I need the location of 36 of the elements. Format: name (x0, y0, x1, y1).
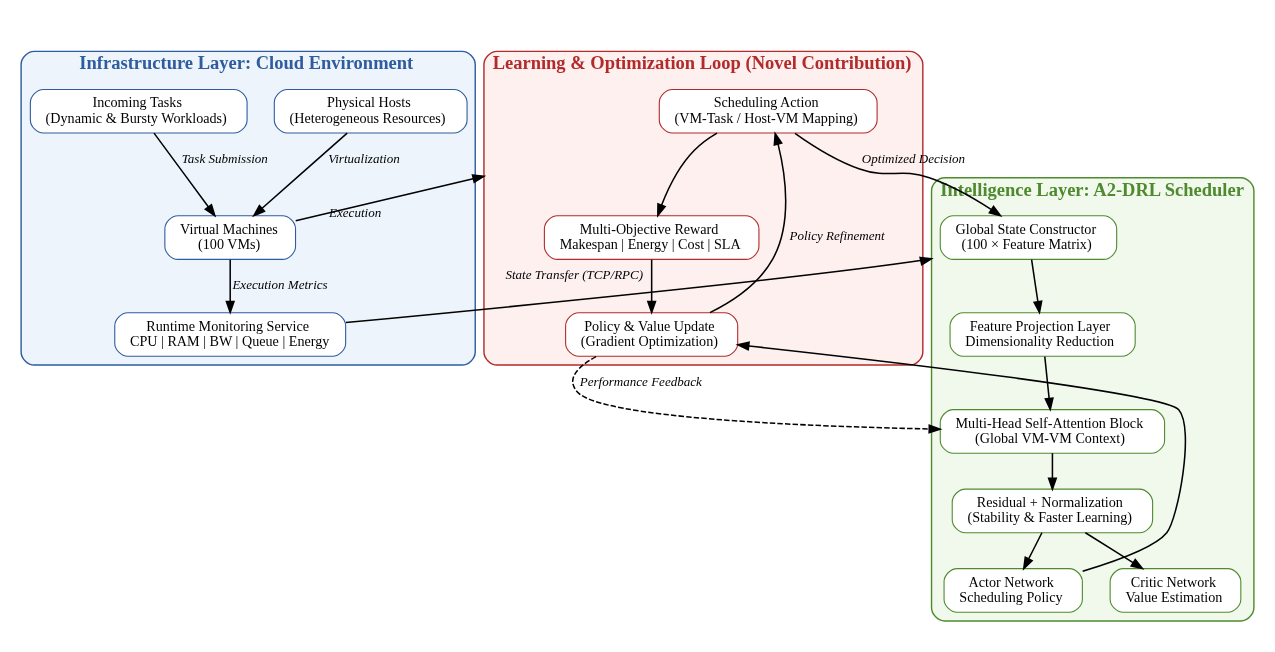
arrow (709, 130, 787, 313)
node-box: Scheduling Action (VM-Task / Host-VM Mapping) (658, 88, 878, 134)
arrow (794, 132, 1003, 217)
arrow (225, 258, 236, 315)
node-box: Policy & Value Update (Gradient Optimization) (565, 311, 739, 357)
edge-label: Policy Refinement (789, 227, 885, 243)
arrow (657, 131, 718, 218)
edge-label: Execution Metrics (232, 276, 328, 292)
edge-label: Task Submission (181, 150, 268, 166)
arrow (1022, 531, 1043, 571)
edge-label: Performance Feedback (579, 373, 702, 389)
arrow (294, 173, 487, 221)
node-box: Multi-Objective Reward Makespan | Energy | Cost | SLA (543, 214, 760, 260)
edge-label: State Transfer (TCP/RPC) (505, 266, 644, 282)
edge-label: Execution (329, 204, 382, 220)
node-box: Incoming Tasks (Dynamic & Bursty Workloads) (29, 88, 248, 134)
node-box: Actor Network Scheduling Policy (943, 567, 1083, 613)
node-box: Residual + Normalization (Stability & Faster Learning) (951, 488, 1154, 533)
arrow (1044, 355, 1054, 412)
arrow (153, 131, 217, 217)
arrow (646, 258, 657, 315)
node-box: Multi-Head Self-Attention Block (Global VM-VM Context) (939, 408, 1166, 454)
node-box: Runtime Monitoring Service CPU | RAM | BW | Queue | Energy (114, 311, 347, 357)
arrow (735, 340, 1187, 572)
node-box: Physical Hosts (Heterogeneous Resources) (273, 88, 468, 134)
arrow (345, 256, 934, 323)
arrow (1030, 258, 1043, 315)
arrow (1047, 452, 1058, 491)
arrow (252, 131, 348, 217)
node-box: Feature Projection Layer Dimensionality Reduction (949, 311, 1136, 357)
arrow (1084, 531, 1145, 570)
node-box: Critic Network Value Estimation (1109, 567, 1242, 613)
arrow (572, 355, 943, 434)
node-box: Virtual Machines (100 VMs) (164, 214, 297, 260)
edge-label: Virtualization (328, 150, 400, 166)
node-box: Global State Constructor (100 × Feature Matrix) (939, 214, 1118, 260)
